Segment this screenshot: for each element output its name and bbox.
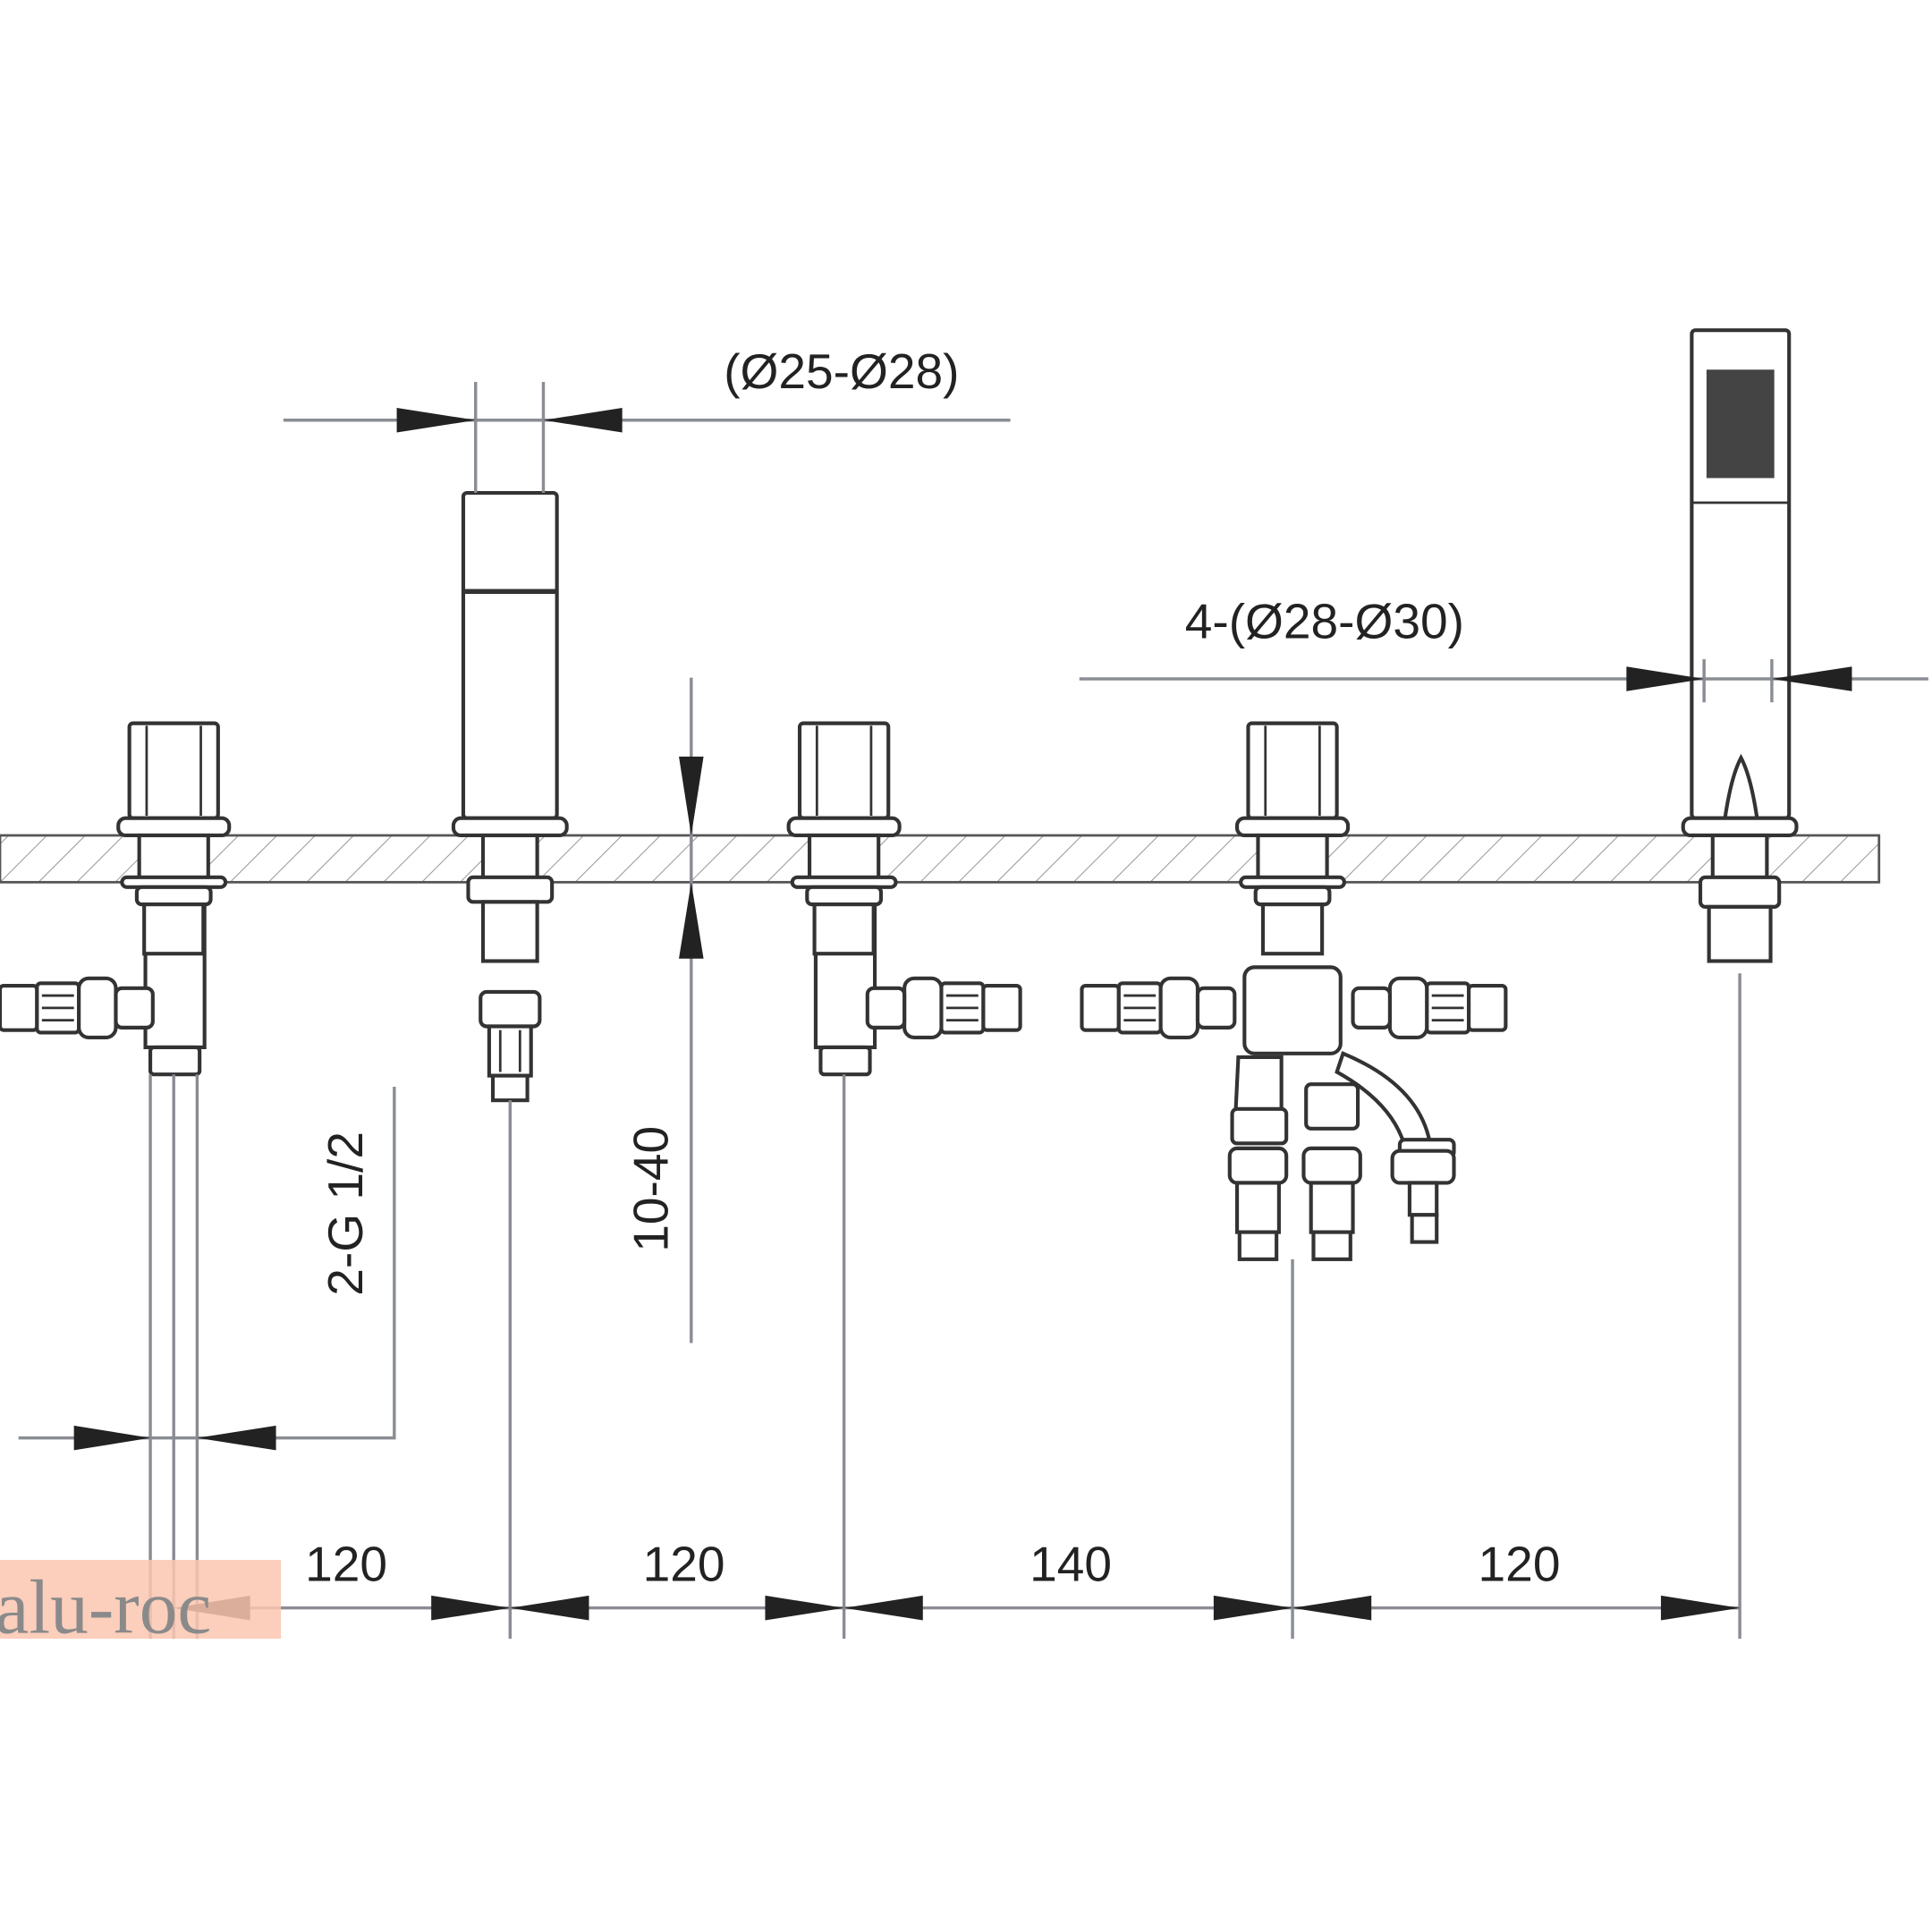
deck-thickness-label: 10-40 xyxy=(623,1126,679,1252)
spacing-label-3: 140 xyxy=(1030,1536,1112,1591)
spout-hole-label: (Ø25-Ø28) xyxy=(724,343,959,399)
deck-section xyxy=(0,834,1881,884)
dim-spacings: 120 120 140 120 xyxy=(174,973,1741,1640)
spacing-label-2: 120 xyxy=(643,1536,725,1591)
shower-nozzle-grid xyxy=(1706,369,1775,479)
dim-other-holes: 4-(Ø28-Ø30) xyxy=(1079,594,1928,703)
spacing-label-4: 120 xyxy=(1479,1536,1561,1591)
other-holes-label: 4-(Ø28-Ø30) xyxy=(1185,594,1464,649)
spacing-label-1: 120 xyxy=(305,1536,387,1591)
dim-connection: 2-G 1/2 xyxy=(18,1074,396,1640)
valve-left xyxy=(0,724,229,1077)
watermark-text: alu-roc xyxy=(0,1565,211,1649)
valve-middle xyxy=(789,724,1021,1077)
dim-spout-hole: (Ø25-Ø28) xyxy=(283,343,1011,494)
hand-shower xyxy=(1681,328,1799,963)
connection-label: 2-G 1/2 xyxy=(318,1131,373,1296)
dim-deck-thickness: 10-40 xyxy=(623,677,704,1343)
watermark: alu-roc xyxy=(0,1559,282,1649)
diverter-valve xyxy=(1081,724,1505,1261)
spout xyxy=(451,490,569,1103)
